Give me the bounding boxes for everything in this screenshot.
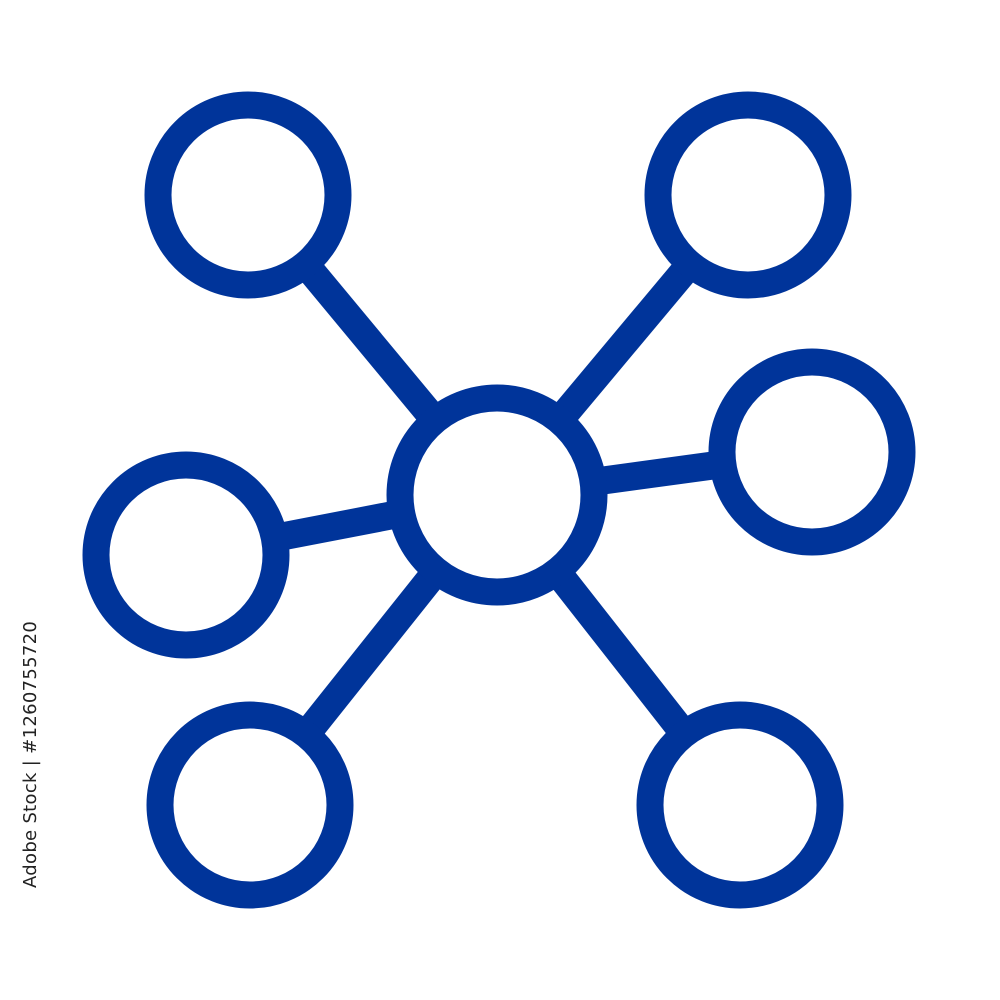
node-left bbox=[82, 451, 290, 659]
node-bottom-right bbox=[636, 701, 844, 909]
nodes-group bbox=[82, 91, 916, 909]
node-top-left bbox=[144, 91, 352, 299]
node-top-right bbox=[644, 91, 852, 299]
node-center bbox=[386, 384, 608, 606]
node-right bbox=[708, 348, 916, 556]
stock-id-watermark: Adobe Stock | #1260755720 bbox=[20, 620, 41, 888]
node-bottom-left bbox=[146, 701, 354, 909]
